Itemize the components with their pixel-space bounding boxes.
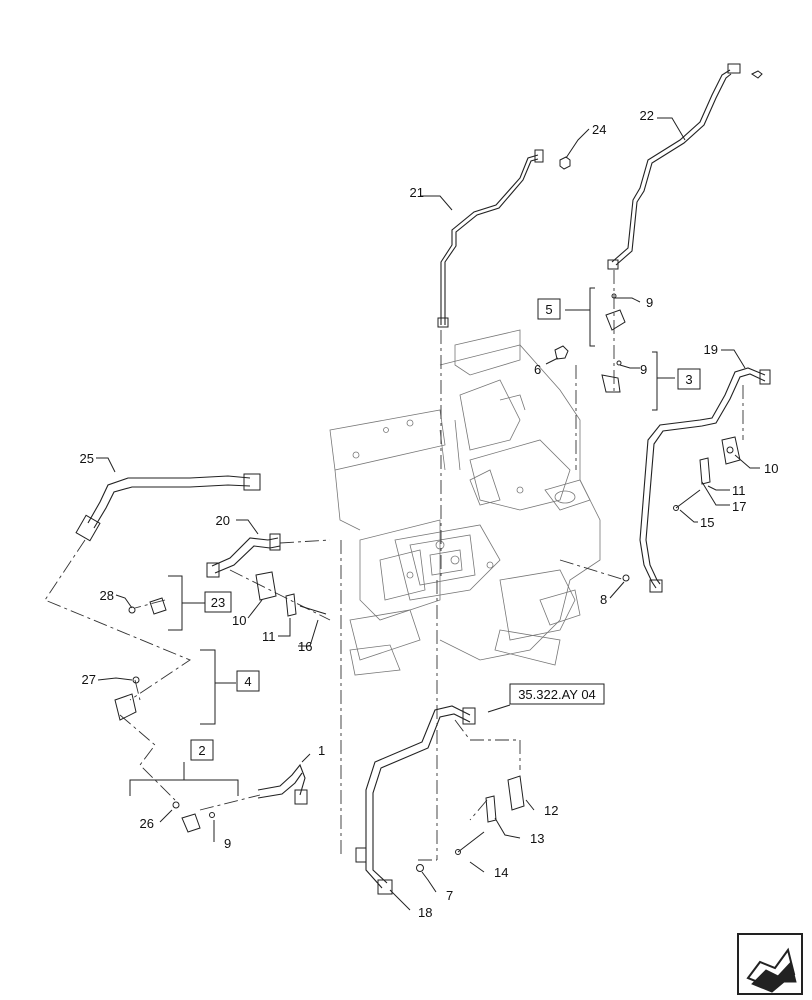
next-page-arrow-icon[interactable] — [737, 933, 803, 995]
fitting-5 — [605, 293, 626, 331]
callout-22: 22 — [640, 108, 654, 123]
callout-2: 2 — [198, 743, 205, 758]
oring-28 — [128, 606, 136, 614]
fitting-2 — [181, 813, 201, 833]
bracket-4 — [200, 649, 236, 725]
oring-9-bottom — [209, 812, 215, 818]
boxed-callouts: 5 3 23 4 2 — [190, 298, 701, 761]
plate-11-left — [285, 593, 297, 617]
bracket-23 — [168, 575, 205, 631]
bolt-14 — [455, 831, 485, 855]
plate-11-right — [699, 457, 711, 485]
plate-13 — [485, 795, 497, 823]
bolt-16 — [299, 605, 327, 615]
clamp-10-right — [721, 436, 741, 465]
callout-14: 14 — [494, 865, 508, 880]
callout-26: 26 — [140, 816, 154, 831]
bracket-5 — [565, 287, 595, 347]
callout-7: 7 — [446, 888, 453, 903]
tube-18 — [355, 705, 476, 895]
callout-13: 13 — [530, 831, 544, 846]
tube-19 — [639, 367, 771, 593]
callout-10-right: 10 — [764, 461, 778, 476]
callout-19: 19 — [704, 342, 718, 357]
hose-25 — [75, 473, 261, 542]
nut-24 — [559, 156, 571, 170]
callout-5: 5 — [545, 302, 552, 317]
fitting-4 — [114, 693, 137, 721]
callout-6: 6 — [534, 362, 541, 377]
bracket-2 — [129, 762, 239, 796]
callout-9-middle: 9 — [640, 362, 647, 377]
bolt-15 — [673, 489, 701, 511]
tube-21 — [437, 149, 544, 328]
callout-9-lower: 9 — [224, 836, 231, 851]
callout-10-left: 10 — [232, 613, 246, 628]
callout-23: 23 — [211, 595, 225, 610]
callout-3: 3 — [685, 372, 692, 387]
callout-11-right: 11 — [732, 483, 746, 498]
callout-27: 27 — [82, 672, 96, 687]
fitting-23 — [149, 597, 167, 615]
hose-20 — [206, 533, 281, 578]
callout-16: 16 — [298, 639, 312, 654]
callout-1: 1 — [318, 743, 325, 758]
chassis-frame — [329, 329, 601, 676]
callout-4: 4 — [244, 674, 251, 689]
callouts: 21 22 24 9 9 6 19 10 11 17 15 8 25 20 28… — [80, 108, 779, 920]
connection-lines — [44, 270, 744, 861]
callout-18: 18 — [418, 905, 432, 920]
fitting-3 — [601, 360, 622, 393]
oring-26 — [172, 801, 180, 809]
reference-35-322[interactable]: 35.322.AY 04 — [509, 683, 605, 705]
reference-label: 35.322.AY 04 — [518, 687, 596, 702]
callout-12: 12 — [544, 803, 558, 818]
oring-27 — [132, 676, 140, 684]
callout-25: 25 — [80, 451, 94, 466]
cap-6 — [554, 345, 569, 360]
oring-7 — [416, 864, 424, 872]
callout-11-left: 11 — [262, 629, 276, 644]
clamp-12 — [507, 775, 525, 811]
clamp-10-left — [255, 571, 277, 601]
callout-20: 20 — [216, 513, 230, 528]
hose-1 — [257, 763, 308, 805]
oring-8 — [622, 574, 630, 582]
bracket-3 — [652, 351, 675, 411]
callout-9-upper: 9 — [646, 295, 653, 310]
callout-28: 28 — [100, 588, 114, 603]
tube-22 — [607, 63, 763, 270]
callout-21: 21 — [410, 185, 424, 200]
callout-8: 8 — [600, 592, 607, 607]
callout-24: 24 — [592, 122, 606, 137]
leader-lines — [96, 117, 760, 911]
callout-15: 15 — [700, 515, 714, 530]
callout-17: 17 — [732, 499, 746, 514]
